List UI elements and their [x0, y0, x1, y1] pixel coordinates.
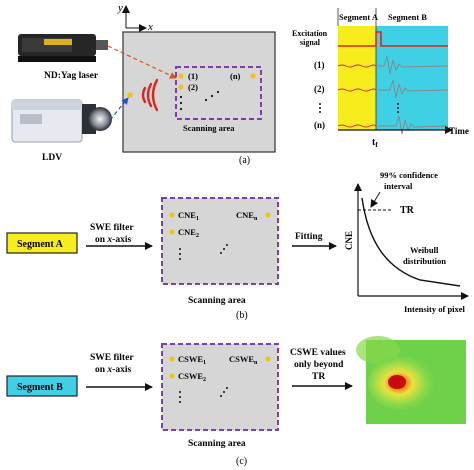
caption-b: (b) [236, 310, 248, 321]
row-ellipsis [319, 103, 321, 113]
cswe-point-n [265, 356, 271, 362]
scanning-area-b [161, 197, 279, 285]
axis-y-label: y [117, 2, 123, 14]
confidence-line2: interval [384, 181, 413, 191]
cswe-point-2 [169, 373, 175, 379]
laser-beam-arrow [107, 45, 177, 79]
weibull-y-label: CNE [344, 231, 354, 250]
segment-a-region [338, 26, 376, 130]
caption-c: (c) [236, 456, 247, 467]
segment-b-button-label: Segment B [17, 382, 63, 393]
weibull-label-line1: Weibull [410, 245, 439, 255]
ldv-label: LDV [42, 153, 62, 163]
panel-a: ND:Yag laser LDV y x [11, 2, 469, 166]
axis-x-label: x [147, 21, 153, 33]
specimen-plate [122, 31, 276, 153]
filter-b-line2: on x-axis [95, 235, 131, 245]
fitting-label: Fitting [295, 232, 323, 242]
weibull-curve [361, 197, 461, 287]
cne-label-n: CNEn [236, 210, 258, 222]
cswe-label-2: CSWE2 [178, 371, 206, 383]
scanning-area-box [175, 66, 262, 120]
panel-b: Segment A SWE filter on x-axis CNE1 CNE2… [6, 170, 469, 321]
cswe-label-1: CSWE1 [178, 354, 206, 366]
segment-a-button-label: Segment A [17, 239, 64, 250]
ldv-point [127, 92, 133, 98]
scan-label-1: (1) [188, 71, 198, 81]
row-label-1: (1) [314, 60, 325, 70]
cne-point-n [265, 212, 271, 218]
laser-device-icon [18, 34, 108, 62]
tf-label: tf [372, 137, 378, 149]
scanning-area-c [161, 343, 279, 431]
filter-c-line2: on x-axis [95, 365, 131, 375]
scan-point-2 [178, 84, 184, 90]
cswe-point-1 [169, 356, 175, 362]
scanning-area-b-label: Scanning area [188, 296, 246, 306]
ldv-camera-icon [11, 99, 112, 143]
signal-plot: Segment A Segment B Excitation signal (1… [292, 8, 469, 149]
ldv-beam-arrow [109, 97, 129, 121]
cne-label-2: CNE2 [178, 227, 199, 239]
excitation-signal-line [338, 31, 448, 47]
scan-label-n: (n) [230, 71, 241, 81]
weibull-x-label: Intensity of pixel [404, 304, 466, 314]
damage-heatmap [356, 336, 466, 424]
segment-b-button [6, 375, 78, 397]
ellipsis-dots-b [179, 244, 228, 260]
confidence-line1: 99% confidence [380, 170, 438, 180]
segment-a-button [6, 232, 78, 254]
response-signals [337, 55, 449, 135]
wave-icon [141, 78, 159, 112]
caption-a: (a) [239, 155, 250, 166]
tr-label: TR [400, 205, 415, 216]
segment-b-title: Segment B [388, 12, 427, 22]
cswe-label-n: CSWEn [229, 354, 258, 366]
scanning-area-c-label: Scanning area [188, 439, 246, 449]
row-label-n: (n) [314, 120, 325, 130]
scan-point-n [250, 73, 256, 79]
weibull-plot: CNE Intensity of pixel TR 99% confidence… [344, 170, 469, 314]
time-label: Time [449, 126, 469, 136]
coordinate-axes: y x [117, 2, 153, 33]
scan-label-2: (2) [188, 82, 198, 92]
ellipsis-dots [179, 90, 220, 111]
segment-b-region [376, 26, 448, 130]
row-label-2: (2) [314, 84, 325, 94]
result-line2: only beyond [294, 360, 344, 370]
cne-label-1: CNE1 [178, 210, 199, 222]
confidence-pointer [370, 191, 381, 208]
wave-ellipsis [397, 103, 399, 113]
cne-point-2 [169, 229, 175, 235]
filter-c-line1: SWE filter [90, 353, 134, 363]
excitation-label-line2: signal [300, 38, 321, 47]
scanning-area-label: Scanning area [183, 123, 235, 133]
panel-c: Segment B SWE filter on x-axis CSWE1 CSW… [6, 336, 466, 467]
segment-a-title: Segment A [339, 12, 379, 22]
weibull-label-line2: distribution [403, 256, 446, 266]
ellipsis-dots-c [179, 387, 228, 403]
scan-point-1 [178, 73, 184, 79]
laser-label: ND:Yag laser [44, 71, 99, 81]
excitation-label-line1: Excitation [292, 29, 328, 38]
cne-point-1 [169, 212, 175, 218]
result-line1: CSWE values [290, 348, 346, 358]
filter-b-line1: SWE filter [90, 223, 134, 233]
result-line3: TR [312, 372, 325, 382]
